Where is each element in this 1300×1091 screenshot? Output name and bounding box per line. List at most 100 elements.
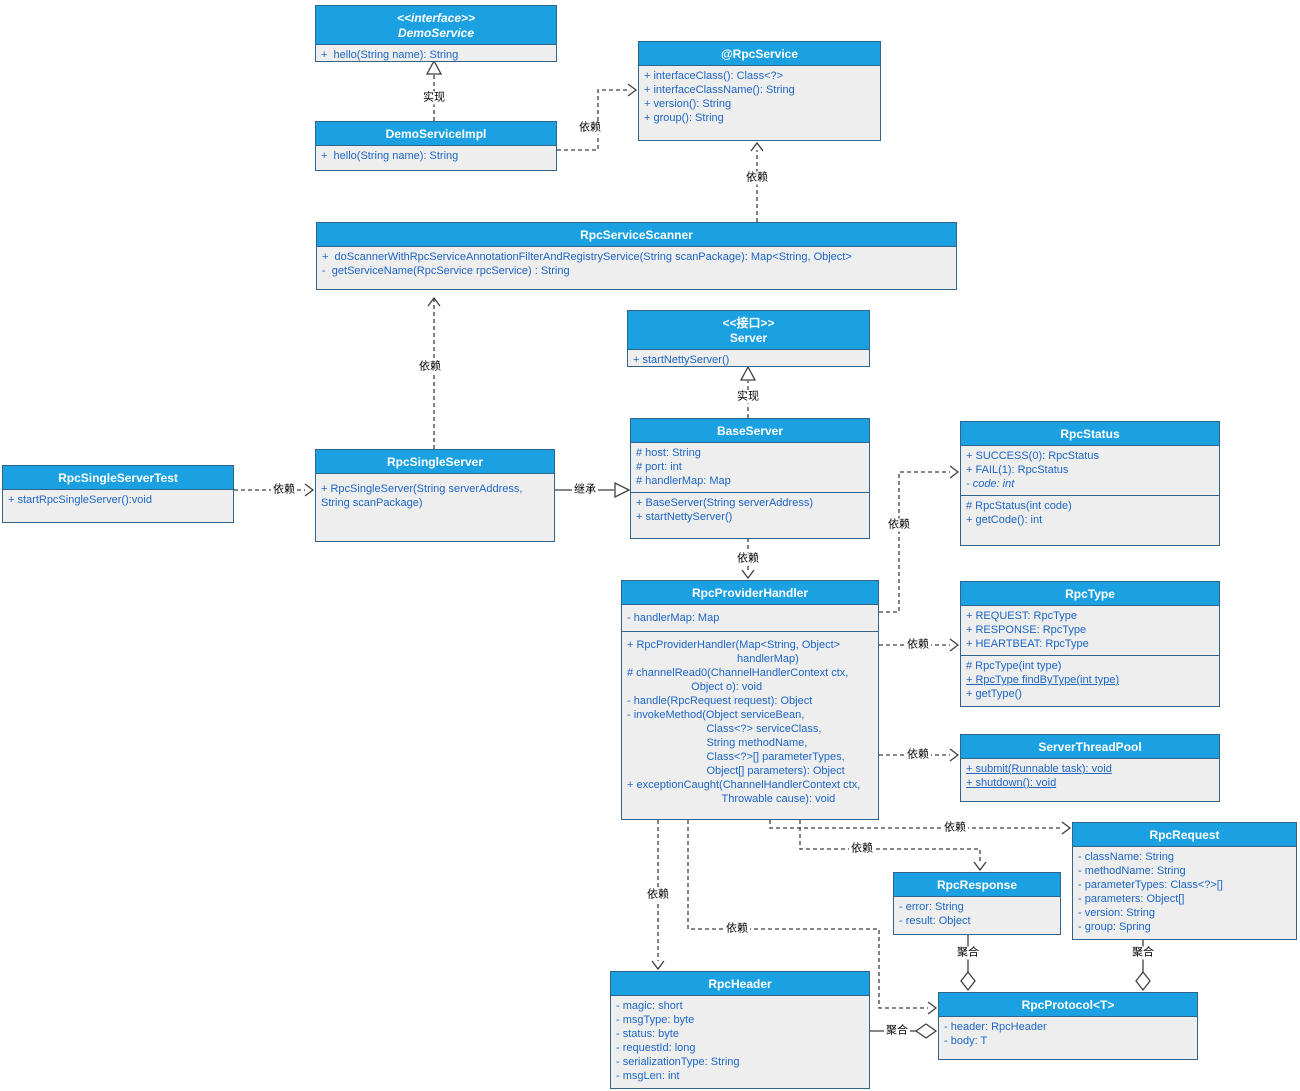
- attribute-line: - status: byte: [616, 1028, 679, 1040]
- method-line: Class<?> serviceClass,: [627, 723, 822, 735]
- edge-label-dependency: 依赖: [905, 748, 931, 762]
- attribute-line: - msgLen: int: [616, 1070, 680, 1082]
- class-header: RpcType: [961, 582, 1219, 606]
- open-arrow: [949, 748, 960, 762]
- open-arrow: [651, 960, 665, 971]
- class-header: @RpcService: [639, 42, 880, 66]
- hollow-diamond: [960, 970, 976, 992]
- class-box-rpcproviderhandler: RpcProviderHandler - handlerMap: Map + R…: [621, 580, 879, 820]
- edge-label-dependency: 依赖: [905, 638, 931, 652]
- open-arrow: [949, 638, 960, 652]
- attribute-line: - className: String: [1078, 851, 1174, 863]
- attribute-line: + SUCCESS(0): RpcStatus: [966, 450, 1099, 462]
- class-header: <<接口>> Server: [628, 311, 869, 350]
- method-line: + getCode(): int: [966, 514, 1043, 526]
- method-line: + RpcSingleServer(String serverAddress,: [321, 483, 523, 495]
- edge-label-aggregation: 聚合: [1130, 946, 1156, 960]
- open-arrow: [1061, 821, 1072, 835]
- class-header: ServerThreadPool: [961, 735, 1219, 759]
- method-line: Throwable cause): void: [627, 793, 836, 805]
- class-box-rpcstatus: RpcStatus + SUCCESS(0): RpcStatus + FAIL…: [960, 421, 1220, 546]
- class-stereotype: <<接口>>: [722, 316, 775, 330]
- attribute-line: + HEARTBEAT: RpcType: [966, 638, 1089, 650]
- attribute-line: - handlerMap: Map: [627, 612, 720, 624]
- open-arrow: [927, 1001, 938, 1015]
- method-line: Object[] parameters): Object: [627, 765, 845, 777]
- method-line: + submit(Runnable task): void: [966, 763, 1112, 775]
- edge-label-dependency: 依赖: [849, 842, 875, 856]
- method-line: + group(): String: [644, 112, 724, 124]
- edge-label-dependency: 依赖: [724, 922, 750, 936]
- open-arrow: [949, 465, 960, 479]
- hollow-diamond: [914, 1023, 938, 1039]
- class-name: DemoServiceImpl: [385, 127, 487, 141]
- class-box-rpcservicescanner: RpcServiceScanner + doScannerWithRpcServ…: [316, 222, 957, 290]
- class-header: DemoServiceImpl: [316, 122, 556, 146]
- dependency-line: [687, 820, 928, 1009]
- attribute-line: + FAIL(1): RpcStatus: [966, 464, 1069, 476]
- attribute-line: - code: int: [966, 478, 1015, 490]
- attribute-line: - requestId: long: [616, 1042, 696, 1054]
- edge-label-dependency: 依赖: [744, 171, 770, 185]
- edge-label-dependency: 依赖: [942, 821, 968, 835]
- class-header: RpcSingleServer: [316, 450, 554, 474]
- class-header: RpcRequest: [1073, 823, 1296, 847]
- edge-label-dependency: 依赖: [886, 518, 912, 532]
- class-header: RpcStatus: [961, 422, 1219, 446]
- open-arrow: [741, 569, 755, 580]
- attribute-line: - msgType: byte: [616, 1014, 695, 1026]
- attribute-line: - error: String: [899, 901, 964, 913]
- method-line: + doScannerWithRpcServiceAnnotationFilte…: [322, 251, 852, 263]
- attribute-line: - methodName: String: [1078, 865, 1186, 877]
- open-arrow: [304, 483, 315, 497]
- class-name: BaseServer: [716, 424, 784, 438]
- class-name: DemoService: [397, 26, 475, 40]
- method-line: + hello(String name): String: [321, 150, 459, 162]
- class-header: RpcResponse: [894, 873, 1060, 897]
- attribute-line: + RESPONSE: RpcType: [966, 624, 1087, 636]
- method-line: # RpcStatus(int code): [966, 500, 1072, 512]
- class-header: RpcProviderHandler: [622, 581, 878, 605]
- class-header: RpcServiceScanner: [317, 223, 956, 247]
- method-line: # channelRead0(ChannelHandlerContext ctx…: [627, 667, 849, 679]
- dependency-line: [557, 89, 628, 151]
- class-box-rpcservice-annotation: @RpcService + interfaceClass(): Class<?>…: [638, 41, 881, 141]
- class-name: RpcRequest: [1149, 828, 1220, 842]
- edge-label-dependency: 依赖: [417, 360, 443, 374]
- attribute-line: - magic: short: [616, 1000, 683, 1012]
- open-arrow: [427, 296, 441, 307]
- method-line: handlerMap): [627, 653, 799, 665]
- method-line: Object o): void: [627, 681, 763, 693]
- method-line: + hello(String name): String: [321, 49, 459, 61]
- class-header: BaseServer: [631, 419, 869, 443]
- class-name: ServerThreadPool: [1038, 740, 1142, 754]
- edge-label-dependency: 依赖: [577, 121, 603, 135]
- attribute-line: - header: RpcHeader: [944, 1021, 1047, 1033]
- method-line: + startNettyServer(): [636, 511, 733, 523]
- attribute-line: - version: String: [1078, 907, 1156, 919]
- class-name: RpcProtocol<T>: [1021, 998, 1115, 1012]
- edge-label-aggregation: 聚合: [955, 946, 981, 960]
- class-box-demoservice: <<interface>> DemoService + hello(String…: [315, 5, 557, 62]
- attribute-line: - parameterTypes: Class<?>[]: [1078, 879, 1223, 891]
- class-box-rpcprotocol: RpcProtocol<T> - header: RpcHeader - bod…: [938, 992, 1198, 1060]
- class-name: RpcResponse: [936, 878, 1018, 892]
- class-header: RpcSingleServerTest: [3, 466, 233, 490]
- method-line: + exceptionCaught(ChannelHandlerContext …: [627, 779, 861, 791]
- method-line: # RpcType(int type): [966, 660, 1062, 672]
- class-box-rpctype: RpcType + REQUEST: RpcType + RESPONSE: R…: [960, 581, 1220, 707]
- edge-label-realization: 实现: [421, 91, 447, 105]
- hollow-triangle-arrow: [739, 365, 757, 381]
- method-line: + startRpcSingleServer():void: [8, 494, 152, 506]
- class-box-demoserviceimpl: DemoServiceImpl + hello(String name): St…: [315, 121, 557, 171]
- attribute-line: - serializationType: String: [616, 1056, 740, 1068]
- class-box-rpcresponse: RpcResponse - error: String - result: Ob…: [893, 872, 1061, 935]
- method-line: + version(): String: [644, 98, 732, 110]
- class-box-baseserver: BaseServer # host: String # port: int # …: [630, 418, 870, 539]
- class-header: <<interface>> DemoService: [316, 6, 556, 45]
- class-name: RpcHeader: [708, 977, 772, 991]
- method-line: + BaseServer(String serverAddress): [636, 497, 813, 509]
- edge-label-aggregation: 聚合: [884, 1024, 910, 1038]
- class-name: RpcStatus: [1060, 427, 1120, 441]
